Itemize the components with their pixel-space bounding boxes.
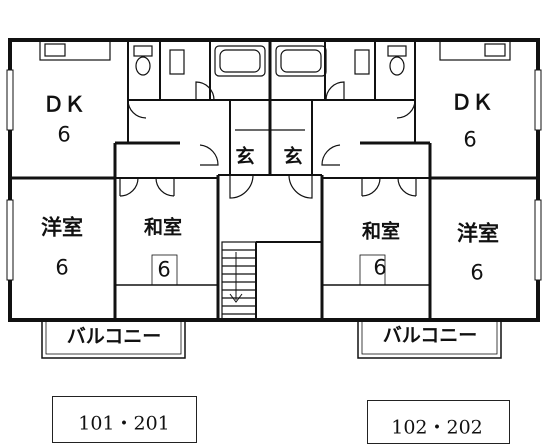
western-room-size-right: 6 <box>470 260 484 285</box>
unit-number-right: 102・202 <box>391 416 483 439</box>
japanese-room-label-right: 和室 <box>361 220 401 243</box>
dk-size-right: 6 <box>463 127 477 152</box>
entrance-label-left: 玄 <box>235 145 255 168</box>
dk-label-left: ＤＫ <box>43 92 85 117</box>
western-room-label-right: 洋室 <box>457 221 499 246</box>
western-room-size-left: 6 <box>55 255 69 280</box>
balcony-label-left: バルコニー <box>66 325 162 348</box>
dk-label-right: ＤＫ <box>451 90 493 115</box>
japanese-room-label-left: 和室 <box>143 216 183 239</box>
unit-number-left: 101・201 <box>78 412 170 435</box>
dk-size-left: 6 <box>57 122 71 147</box>
japanese-room-size-left: 6 <box>157 257 171 282</box>
japanese-room-size-right: 6 <box>373 255 387 280</box>
outer-wall <box>8 38 540 322</box>
western-room-label-left: 洋室 <box>41 215 83 240</box>
unit-number-box-right <box>367 400 510 444</box>
unit-number-box-left <box>52 396 197 443</box>
balcony-label-right: バルコニー <box>382 324 478 347</box>
entrance-label-right: 玄 <box>283 145 303 168</box>
